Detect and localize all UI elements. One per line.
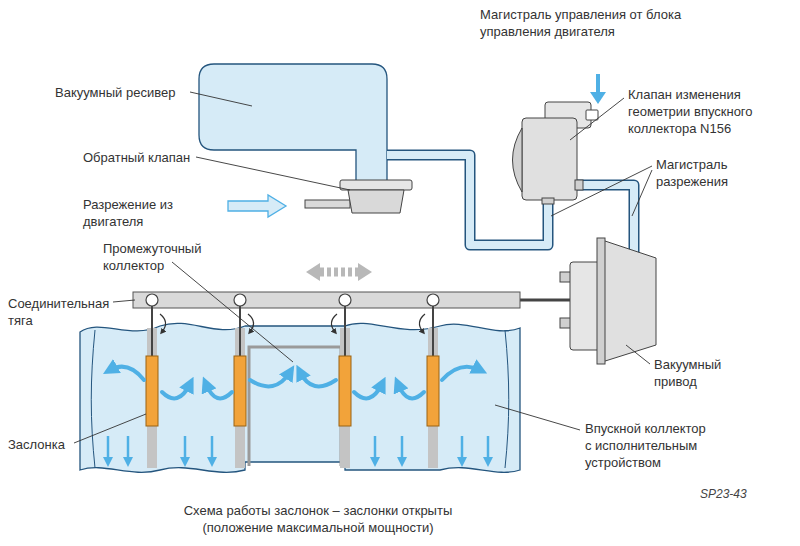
- part-label: Клапан изменения геометрии впускного кол…: [628, 86, 790, 137]
- rotation-arrow: [160, 314, 166, 332]
- motion-arrow-head: [358, 263, 372, 281]
- leader-line: [632, 170, 652, 216]
- actuator-flange: [597, 238, 605, 364]
- check-valve-nozzle: [305, 200, 350, 208]
- flow-arrow: [374, 436, 377, 462]
- control-arrow-head: [590, 92, 606, 104]
- flow-arrow: [442, 367, 480, 380]
- part-label: Промежуточный коллектор: [103, 240, 215, 274]
- valve-nozzle: [575, 180, 583, 190]
- flow-arrow: [250, 372, 290, 386]
- actuator-housing: [602, 240, 656, 362]
- control-arrow: [596, 74, 600, 94]
- flow-arrow: [107, 436, 110, 462]
- line-label: Магистраль управления от блока управлени…: [480, 6, 700, 40]
- flow-arrow: [398, 384, 424, 398]
- pivot: [339, 294, 351, 306]
- flow-arrow: [211, 436, 214, 462]
- rotation-arrow: [331, 314, 337, 332]
- part-label: Обратный клапан: [83, 149, 213, 166]
- flow-arrow: [110, 367, 144, 380]
- line-label: Магистраль разрежения: [656, 156, 766, 190]
- pivot: [234, 294, 246, 306]
- flow-label: Разрежение из двигателя: [83, 196, 193, 230]
- intake-manifold: [80, 323, 520, 472]
- motion-arrow: [320, 268, 358, 277]
- flap-shaft: [239, 306, 241, 356]
- valve-body: [522, 118, 577, 200]
- tie-rod: [133, 292, 520, 308]
- flow-arrow: [184, 436, 187, 462]
- flow-arrow: [461, 436, 464, 462]
- check-valve-flange: [340, 180, 412, 190]
- flap-shafts: [152, 306, 433, 356]
- vacuum-receiver: [199, 64, 387, 182]
- air-flow: [110, 367, 480, 399]
- part-label: Впускной коллектор с исполнительным устр…: [585, 420, 713, 471]
- leader-lines: [74, 92, 652, 443]
- flap-shaft: [344, 306, 346, 356]
- flow-arrow: [487, 436, 490, 462]
- valve-dome: [513, 128, 523, 192]
- leader-line: [570, 98, 624, 140]
- intermediate-manifold: [249, 347, 341, 466]
- leader-line: [196, 157, 350, 190]
- rotation-arrow: [248, 314, 254, 332]
- flap-walls: [147, 328, 438, 468]
- leader-line: [113, 300, 135, 302]
- part-label: Вакуумный ресивер: [55, 84, 205, 101]
- leader-line: [551, 166, 652, 216]
- flow-arrow: [127, 436, 130, 462]
- flap-shaft: [432, 306, 434, 356]
- flap: [339, 356, 351, 426]
- flap: [234, 356, 246, 426]
- flow-arrow: [401, 436, 404, 462]
- flow-arrow: [206, 384, 232, 398]
- flap: [427, 356, 439, 426]
- leader-line: [172, 262, 293, 362]
- rotation-arrows: [160, 314, 425, 332]
- down-flow: [108, 436, 488, 462]
- part-label: Заслонка: [8, 436, 88, 453]
- rotation-arrow: [419, 314, 425, 332]
- runner-wall: [505, 330, 509, 468]
- runner-wall: [91, 330, 95, 468]
- figure-code: SP23-43: [700, 486, 790, 503]
- leader-line: [190, 92, 252, 106]
- flow-arrow: [162, 384, 190, 398]
- check-valve-body: [348, 190, 404, 213]
- flap-shaft: [151, 306, 153, 356]
- pivot: [427, 294, 439, 306]
- leader-line: [74, 414, 146, 443]
- flaps: [146, 356, 439, 426]
- pivot: [146, 294, 158, 306]
- valve-nozzle: [542, 198, 554, 204]
- holes: [146, 294, 439, 306]
- figure-caption: Схема работы заслонок – заслонки открыты…: [163, 502, 473, 536]
- flow-arrow: [354, 384, 382, 398]
- leader-line: [495, 405, 580, 430]
- flow-arrow: [228, 195, 286, 217]
- leader-line: [626, 345, 650, 364]
- valve-connector-pin: [586, 110, 598, 120]
- part-label: Соединительная тяга: [8, 295, 120, 329]
- flap: [146, 356, 158, 426]
- flow-arrow: [300, 372, 336, 386]
- motion-arrow-head: [306, 263, 320, 281]
- part-label: Вакуумный привод: [654, 356, 746, 390]
